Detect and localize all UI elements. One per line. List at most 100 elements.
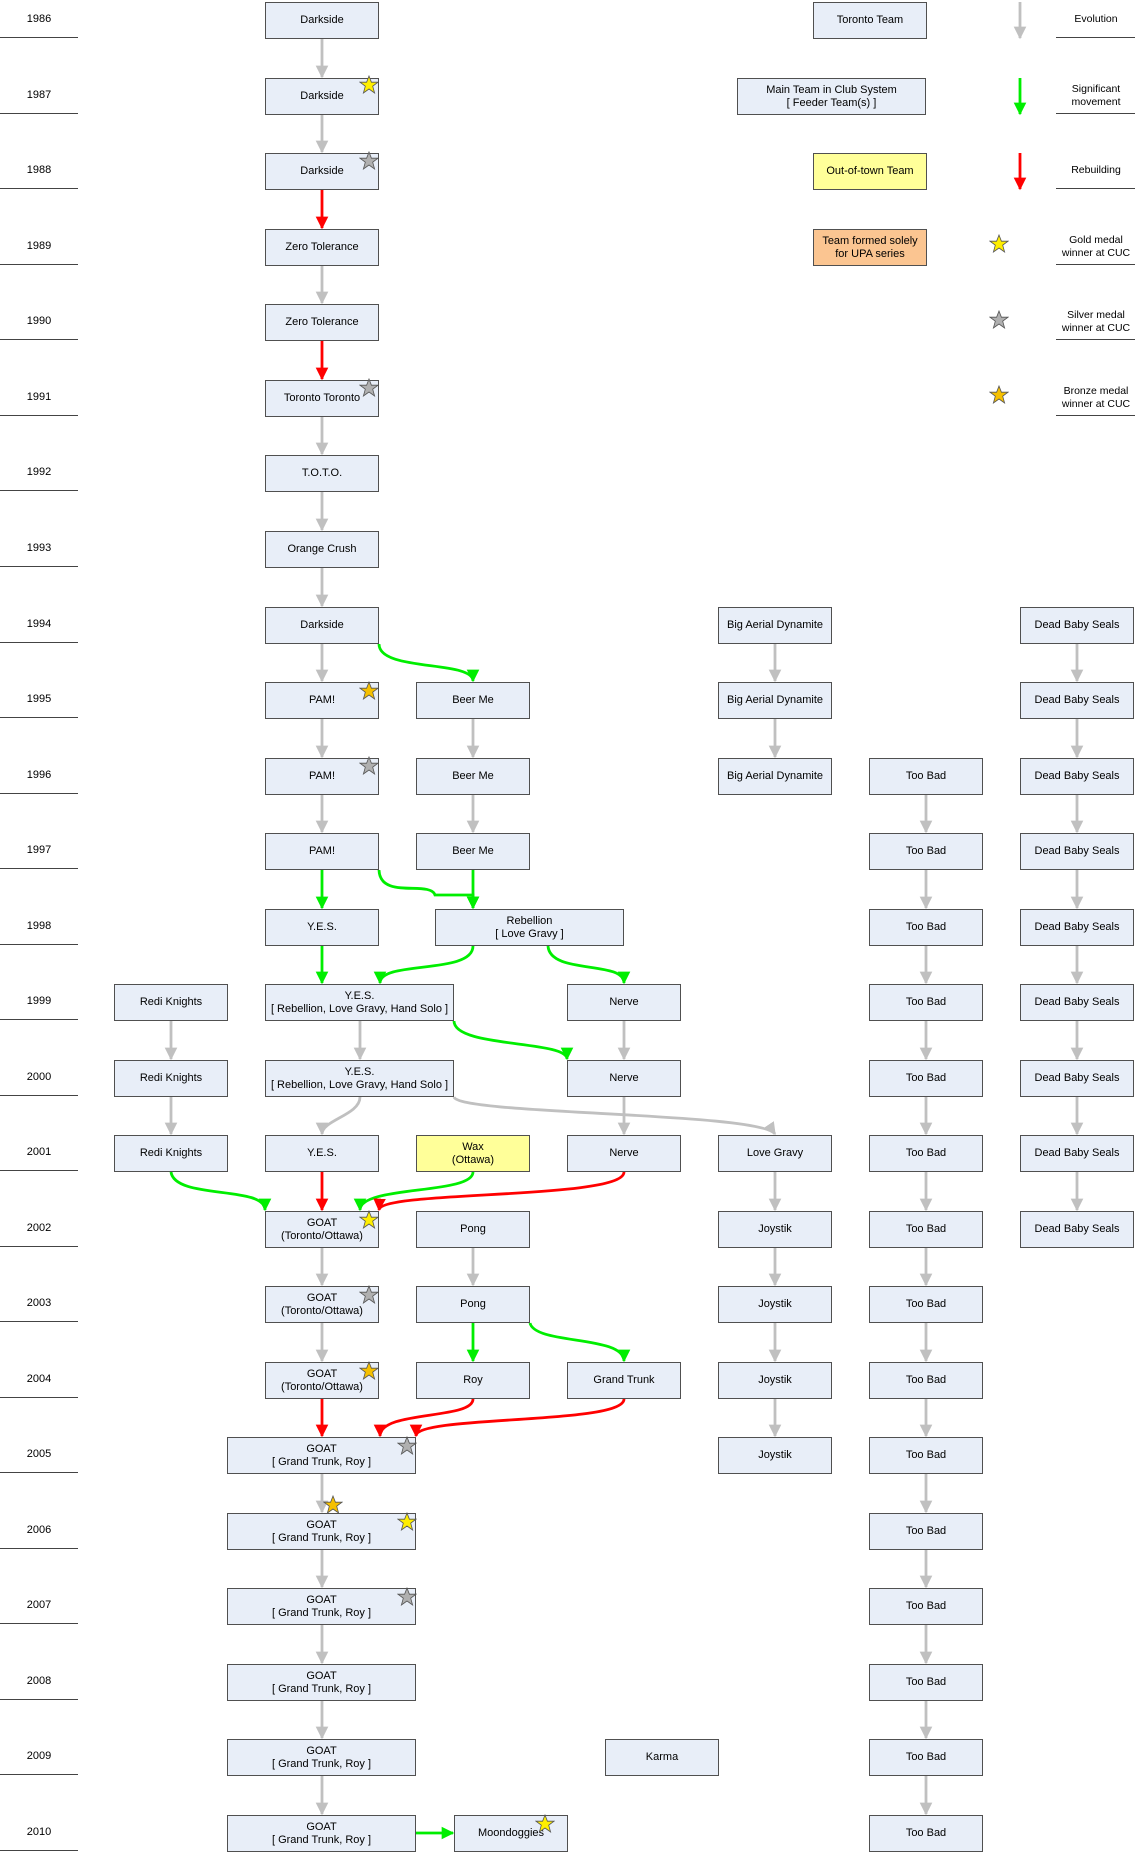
year-label: 2000 <box>0 1060 78 1096</box>
team-box-redi-knights: Redi Knights <box>114 984 228 1021</box>
rebuilding-arrow <box>373 1398 475 1438</box>
significant-movement-arrow <box>546 945 631 985</box>
year-label: 1996 <box>0 758 78 794</box>
team-box-too-bad: Too Bad <box>869 1739 983 1776</box>
year-label: 1994 <box>0 607 78 643</box>
team-box-big-aerial-dynamite: Big Aerial Dynamite <box>718 758 832 795</box>
team-box-big-aerial-dynamite: Big Aerial Dynamite <box>718 607 832 644</box>
year-label: 1997 <box>0 833 78 869</box>
significant-movement-arrow <box>377 643 480 683</box>
team-box-too-bad: Too Bad <box>869 1437 983 1474</box>
team-box-dead-baby-seals: Dead Baby Seals <box>1020 758 1134 795</box>
year-label: 1993 <box>0 531 78 567</box>
team-box-too-bad: Too Bad <box>869 1815 983 1852</box>
team-box-pong: Pong <box>416 1211 530 1248</box>
team-box-orange-crush: Orange Crush <box>265 531 379 568</box>
team-box-too-bad: Too Bad <box>869 1286 983 1323</box>
team-box-dead-baby-seals: Dead Baby Seals <box>1020 909 1134 946</box>
year-label: 2004 <box>0 1362 78 1398</box>
year-label: 1999 <box>0 984 78 1020</box>
team-box-too-bad: Too Bad <box>869 984 983 1021</box>
legend-rebuilding-label: Rebuilding <box>1056 153 1135 189</box>
team-box-too-bad: Too Bad <box>869 1060 983 1097</box>
year-label: 1989 <box>0 229 78 265</box>
silver-star-icon <box>397 1436 417 1455</box>
team-box-nerve: Nerve <box>567 1135 681 1172</box>
gold-star-icon <box>397 1512 417 1531</box>
team-box-darkside: Darkside <box>265 153 379 190</box>
legend-out-of-town-box: Out-of-town Team <box>813 153 927 190</box>
team-box-goat-club: GOAT [ Grand Trunk, Roy ] <box>227 1437 416 1474</box>
year-label: 2009 <box>0 1739 78 1775</box>
team-box-nerve: Nerve <box>567 1060 681 1097</box>
gold-star-icon <box>359 1210 379 1229</box>
legend-main-team-box: Main Team in Club System [ Feeder Team(s… <box>737 78 926 115</box>
team-box-joystik: Joystik <box>718 1362 832 1399</box>
legend-toronto-team-box: Toronto Team <box>813 2 927 39</box>
team-box-joystik: Joystik <box>718 1286 832 1323</box>
team-box-pam: PAM! <box>265 833 379 870</box>
legend-upa-team-box: Team formed solely for UPA series <box>813 229 927 266</box>
year-label: 1998 <box>0 909 78 945</box>
team-box-goat-club: GOAT [ Grand Trunk, Roy ] <box>227 1588 416 1625</box>
year-label: 2010 <box>0 1815 78 1851</box>
year-label: 2005 <box>0 1437 78 1473</box>
bronze-star-icon <box>323 1495 343 1514</box>
team-box-goat-club: GOAT [ Grand Trunk, Roy ] <box>227 1664 416 1701</box>
year-label: 2008 <box>0 1664 78 1700</box>
legend-significant-label: Significant movement <box>1056 78 1135 114</box>
team-box-toto: T.O.T.O. <box>265 455 379 492</box>
team-box-zero-tolerance: Zero Tolerance <box>265 304 379 341</box>
team-box-karma: Karma <box>605 1739 719 1776</box>
team-box-rebellion: Rebellion [ Love Gravy ] <box>435 909 624 946</box>
significant-movement-arrow <box>528 1322 631 1363</box>
legend-silver-label: Silver medal winner at CUC <box>1056 304 1135 340</box>
year-label: 2007 <box>0 1588 78 1624</box>
team-box-nerve: Nerve <box>567 984 681 1021</box>
team-box-too-bad: Too Bad <box>869 1362 983 1399</box>
bronze-star-icon <box>359 681 379 700</box>
team-box-too-bad: Too Bad <box>869 758 983 795</box>
team-box-toronto-toronto: Toronto Toronto <box>265 380 379 417</box>
year-label: 2003 <box>0 1286 78 1322</box>
team-box-redi-knights: Redi Knights <box>114 1135 228 1172</box>
team-box-too-bad: Too Bad <box>869 1588 983 1625</box>
year-label: 1988 <box>0 153 78 189</box>
silver-star-icon <box>359 1285 379 1304</box>
significant-movement-arrow <box>452 1020 574 1061</box>
year-label: 2001 <box>0 1135 78 1171</box>
significant-movement-arrow <box>169 1171 272 1212</box>
team-box-too-bad: Too Bad <box>869 1664 983 1701</box>
legend-silver-star-icon <box>989 310 1009 329</box>
team-box-joystik: Joystik <box>718 1437 832 1474</box>
team-box-roy: Roy <box>416 1362 530 1399</box>
team-box-love-gravy: Love Gravy <box>718 1135 832 1172</box>
year-label: 1995 <box>0 682 78 718</box>
significant-movement-arrow <box>377 869 480 910</box>
year-label: 2006 <box>0 1513 78 1549</box>
team-box-too-bad: Too Bad <box>869 833 983 870</box>
silver-star-icon <box>359 151 379 170</box>
year-label: 2002 <box>0 1211 78 1247</box>
team-box-too-bad: Too Bad <box>869 1211 983 1248</box>
silver-star-icon <box>359 756 379 775</box>
year-label: 1992 <box>0 455 78 491</box>
legend-bronze-label: Bronze medal winner at CUC <box>1056 380 1135 416</box>
legend-bronze-star-icon <box>989 385 1009 404</box>
team-box-goat: GOAT (Toronto/Ottawa) <box>265 1362 379 1399</box>
team-box-darkside: Darkside <box>265 607 379 644</box>
year-label: 1987 <box>0 78 78 114</box>
evolution-arrow <box>315 1096 362 1136</box>
team-box-dead-baby-seals: Dead Baby Seals <box>1020 607 1134 644</box>
rebuilding-arrow <box>409 1398 626 1438</box>
team-box-dead-baby-seals: Dead Baby Seals <box>1020 1135 1134 1172</box>
team-box-dead-baby-seals: Dead Baby Seals <box>1020 1060 1134 1097</box>
silver-star-icon <box>359 378 379 397</box>
team-box-yes: Y.E.S. <box>265 1135 379 1172</box>
team-box-too-bad: Too Bad <box>869 909 983 946</box>
team-box-dead-baby-seals: Dead Baby Seals <box>1020 682 1134 719</box>
evolution-arrow <box>452 1095 777 1136</box>
year-label: 1986 <box>0 2 78 38</box>
